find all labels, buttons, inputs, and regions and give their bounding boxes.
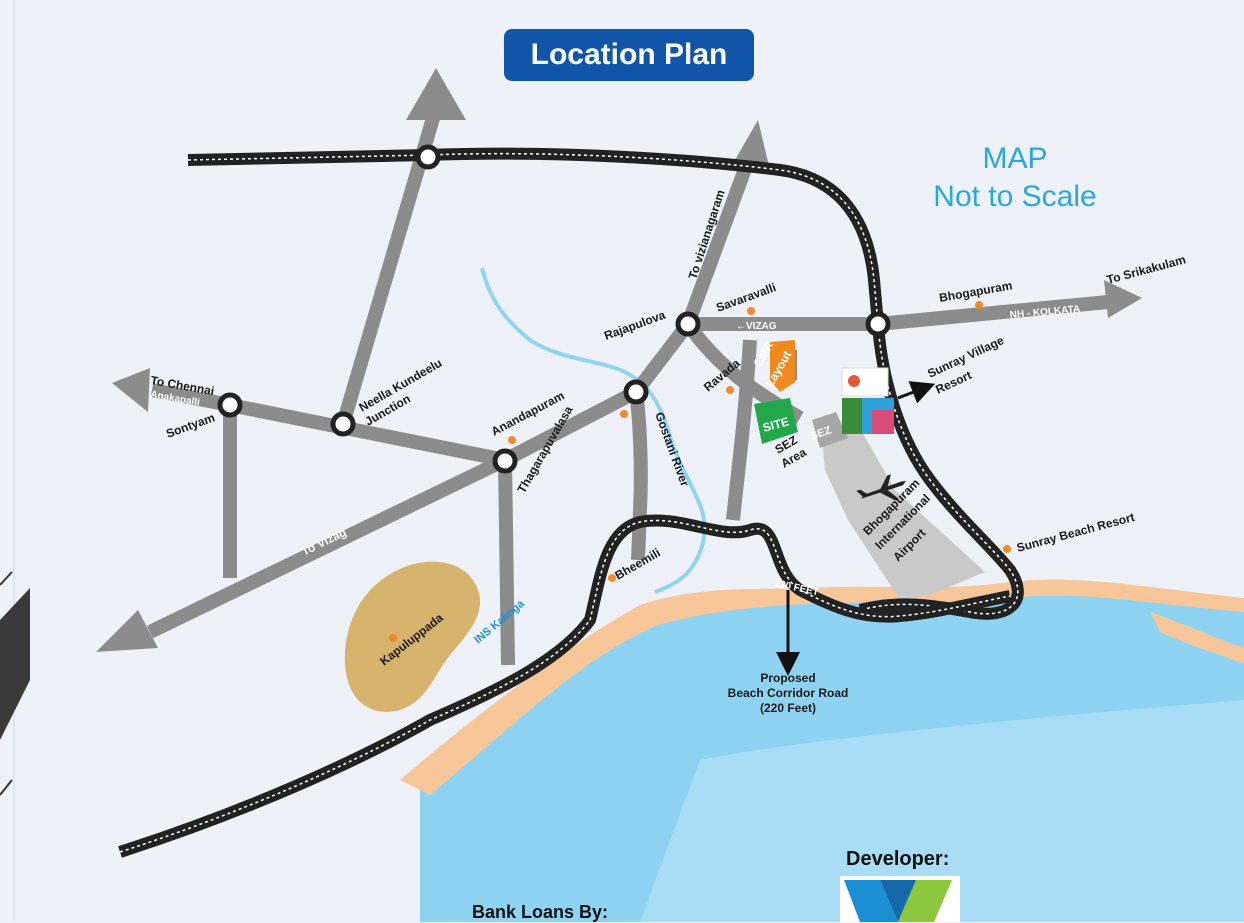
- scale-note: MAP Not to Scale: [900, 140, 1130, 216]
- page-title: Location Plan: [504, 29, 754, 81]
- scale-note-line1: MAP: [982, 142, 1048, 175]
- resort-pointer-arrow: [897, 381, 936, 404]
- label-rajapulova: Rajapulova: [602, 308, 667, 343]
- cmr-layout-block: [770, 340, 795, 392]
- label-savaravalli: Savaravalli: [714, 280, 778, 315]
- scale-note-line2: Not to Scale: [933, 180, 1097, 213]
- label-vizag-direction: ←VIZAG: [736, 321, 777, 332]
- national-highway: [187, 147, 1024, 620]
- vizag-arrow-icon: [96, 610, 158, 652]
- junction-marker-icon: [217, 392, 243, 418]
- resort-photo-icon: [841, 367, 894, 434]
- bank-loans-heading: Bank Loans By:: [472, 902, 609, 922]
- label-sunray-beach: Sunray Beach Resort: [1015, 510, 1136, 555]
- road-arrowheads: [96, 68, 1142, 652]
- label-220-feet-width: (220 Feet): [760, 701, 816, 715]
- junction-markers: [217, 144, 891, 474]
- chennai-arrow-icon: [112, 368, 150, 412]
- junction-marker-icon: [330, 411, 356, 437]
- sez-block: [812, 412, 848, 448]
- sea-shallow: [640, 700, 1244, 922]
- developer-logo-icon: [840, 876, 960, 922]
- junction-marker-icon: [865, 311, 891, 337]
- left-edge-road-fragment: [0, 571, 30, 796]
- label-beach-corridor: Beach Corridor Road: [728, 686, 849, 700]
- junction-marker-icon: [623, 379, 649, 405]
- airplane-icon: [856, 474, 906, 501]
- junction-marker-icon: [675, 311, 701, 337]
- developer-heading: Developer:: [846, 848, 950, 870]
- vizianagaram-arrow-icon: [735, 120, 770, 170]
- label-site: SITE: [761, 414, 790, 434]
- label-sontyam: Sontyam: [164, 410, 216, 440]
- srikakulam-arrow-icon: [1104, 280, 1142, 318]
- beach-strip: [400, 579, 1244, 795]
- gostani-river: [480, 267, 707, 594]
- label-gostani-river: Gostani River: [652, 410, 692, 488]
- label-ins-kalinga: INS Kalinga: [472, 597, 527, 646]
- label-to-srikakulam: To Srikakulam: [1105, 252, 1187, 287]
- label-bhogapuram-town: Bhogapuram: [938, 278, 1013, 305]
- town-dots: [389, 301, 1011, 642]
- airport-area: [822, 428, 985, 600]
- junction-marker-icon: [492, 448, 518, 474]
- label-proposed: Proposed: [760, 671, 815, 685]
- beach-corridor-road: [118, 514, 1012, 858]
- site-block: [754, 398, 798, 444]
- junction-marker-icon: [415, 144, 441, 170]
- north-arrow-icon: [406, 68, 466, 120]
- kapuluppada-hill: [344, 561, 481, 712]
- beach-strip-south: [1150, 612, 1244, 664]
